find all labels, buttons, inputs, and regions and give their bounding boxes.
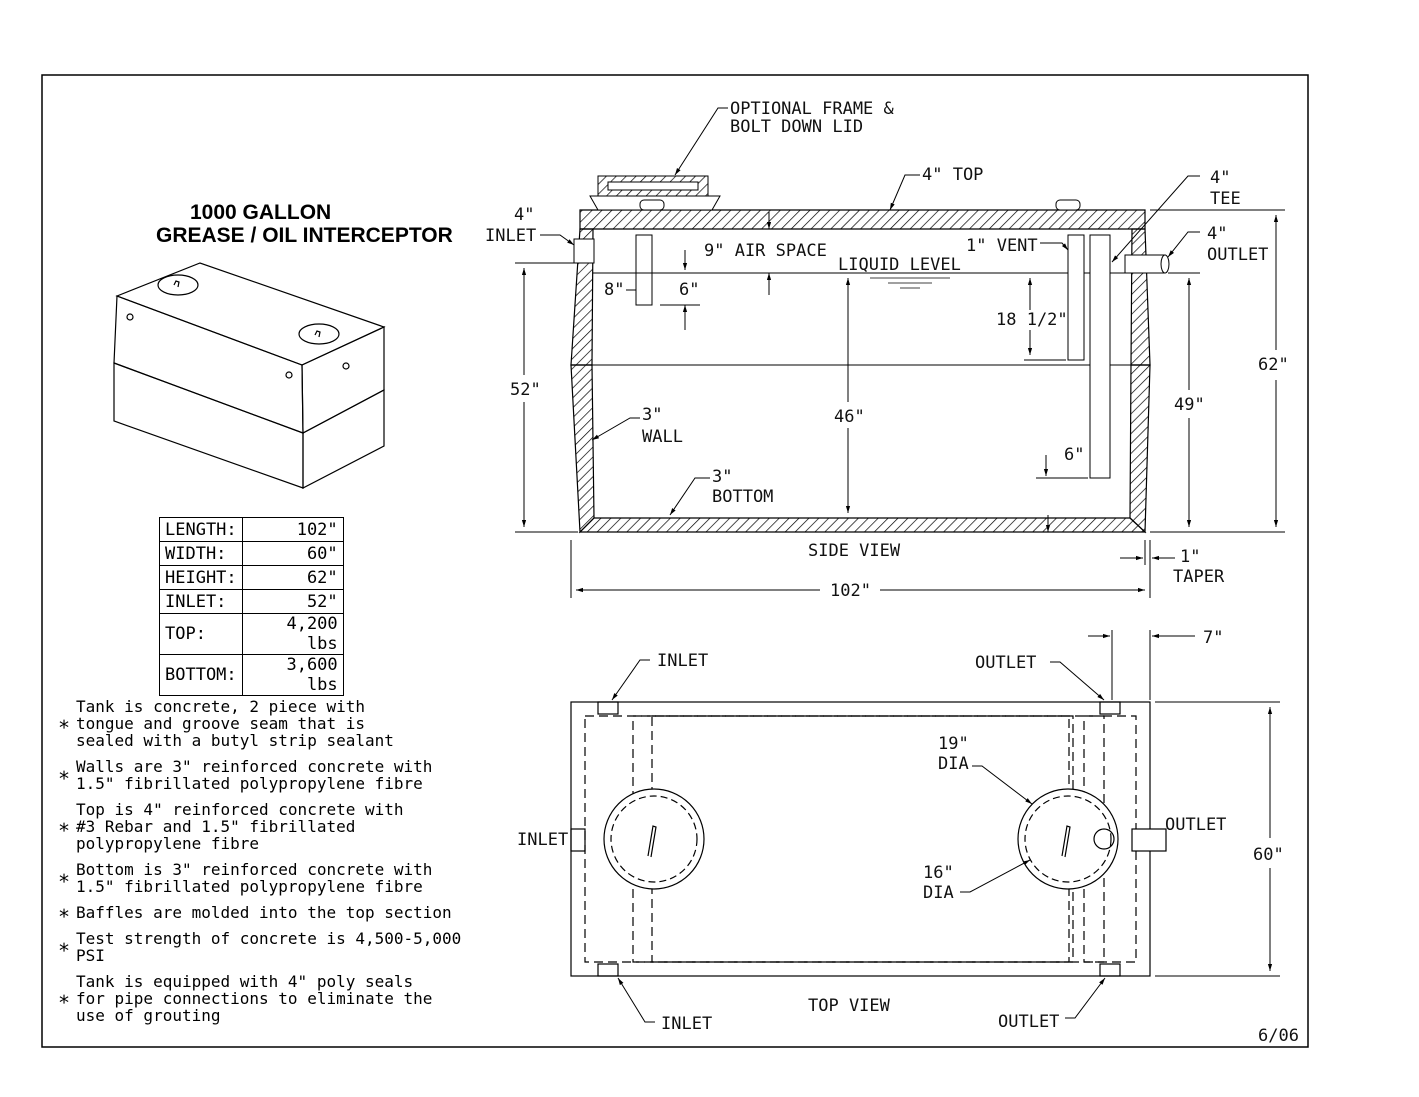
spec-row: HEIGHT:62" [159, 565, 344, 590]
note-item: ∗Walls are 3" reinforced concrete with 1… [58, 758, 478, 792]
outlet-side-label: OUTLET [1165, 815, 1226, 835]
dia16-label-2: DIA [923, 883, 954, 903]
asterisk-icon: ∗ [58, 814, 71, 838]
spec-label: HEIGHT: [159, 565, 243, 590]
spec-label: BOTTOM: [159, 654, 243, 696]
spec-label: WIDTH: [159, 541, 243, 566]
spec-label: LENGTH: [159, 517, 243, 542]
taper-label-1: 1" [1180, 547, 1200, 567]
asterisk-icon: ∗ [58, 762, 71, 787]
spec-value: 62" [241, 565, 344, 590]
spec-row: LENGTH:102" [159, 517, 344, 542]
dim-18-5: 18 1/2" [996, 310, 1068, 330]
revision-date: 6/06 [1258, 1026, 1299, 1046]
inlet-top-label: INLET [657, 651, 708, 671]
lid-label-2: BOLT DOWN LID [730, 117, 863, 137]
dim-102: 102" [830, 581, 871, 601]
note-item: ∗Tank is concrete, 2 piece with tongue a… [58, 698, 478, 749]
asterisk-icon: ∗ [58, 865, 71, 890]
vent-label: 1" VENT [966, 236, 1038, 256]
top-view-tank [570, 701, 1167, 977]
spec-row: BOTTOM:3,600 lbs [159, 654, 344, 696]
liquid-level-label: LIQUID LEVEL [838, 255, 961, 275]
top-label: 4" TOP [922, 165, 983, 185]
spec-value: 60" [241, 541, 344, 566]
note-item: ∗Tank is equipped with 4" poly seals for… [58, 973, 478, 1024]
top-view-dimensions [611, 630, 1280, 1023]
spec-value: 3,600 lbs [241, 654, 344, 696]
title-line-1: 1000 GALLON [190, 201, 331, 224]
side-view-tank [570, 175, 1170, 534]
spec-row: TOP:4,200 lbs [159, 613, 344, 655]
dim-46: 46" [834, 407, 865, 427]
dia19-label-1: 19" [938, 734, 969, 754]
spec-label: TOP: [159, 613, 243, 655]
taper-label-2: TAPER [1173, 567, 1225, 587]
air-space-label: 9" AIR SPACE [704, 241, 827, 261]
dim-49: 49" [1174, 395, 1205, 415]
dim-60: 60" [1253, 845, 1284, 865]
notes-list: ∗Tank is concrete, 2 piece with tongue a… [58, 698, 478, 1033]
note-item: ∗Test strength of concrete is 4,500-5,00… [58, 930, 478, 964]
side-view-labels: OPTIONAL FRAME & BOLT DOWN LID 4" TOP 4"… [485, 99, 1289, 601]
note-text: Bottom is 3" reinforced concrete with 1.… [76, 860, 433, 896]
side-view-dimensions [515, 107, 1285, 598]
outlet-label-1: 4" [1207, 224, 1227, 244]
top-view-labels: INLET OUTLET 7" INLET OUTLET 19" DIA 16"… [517, 628, 1284, 1034]
bottom-label-2: BOTTOM [712, 487, 773, 507]
wall-label-2: WALL [642, 427, 683, 447]
asterisk-icon: ∗ [58, 900, 71, 924]
note-text: Tank is concrete, 2 piece with tongue an… [76, 697, 394, 750]
dim-52: 52" [510, 380, 541, 400]
outlet-label-2: OUTLET [1207, 245, 1268, 265]
note-text: Baffles are molded into the top section [76, 903, 452, 922]
dim-62: 62" [1258, 355, 1289, 375]
outlet-top-label: OUTLET [975, 653, 1036, 673]
note-item: ∗Top is 4" reinforced concrete with #3 R… [58, 801, 478, 852]
dia19-label-2: DIA [938, 754, 969, 774]
note-text: Walls are 3" reinforced concrete with 1.… [76, 757, 433, 793]
sheet-border [41, 74, 1309, 1048]
inlet-side-label: INLET [517, 830, 568, 850]
inlet-bottom-label: INLET [661, 1014, 712, 1034]
outlet-bottom-label: OUTLET [998, 1012, 1059, 1032]
asterisk-icon: ∗ [58, 711, 71, 735]
dim-6-bottom: 6" [1064, 445, 1084, 465]
inlet-label-1: 4" [514, 205, 534, 225]
dia16-label-1: 16" [923, 863, 954, 883]
bottom-label-1: 3" [712, 467, 732, 487]
spec-row: INLET:52" [159, 589, 344, 614]
top-view-title: TOP VIEW [808, 996, 891, 1016]
spec-value: 102" [241, 517, 344, 542]
title-line-2: GREASE / OIL INTERCEPTOR [156, 224, 453, 247]
lid-label-1: OPTIONAL FRAME & [730, 99, 895, 119]
tee-label-1: 4" [1210, 168, 1230, 188]
note-item: ∗ Baffles are molded into the top section [58, 900, 478, 924]
spec-table: LENGTH:102" WIDTH:60" HEIGHT:62" INLET:5… [159, 517, 344, 696]
note-text: Top is 4" reinforced concrete with #3 Re… [76, 800, 404, 853]
isometric-tank [113, 262, 386, 489]
side-view-title: SIDE VIEW [808, 541, 901, 561]
asterisk-icon: ∗ [58, 986, 71, 1010]
dim-8: 8" [604, 280, 624, 300]
wall-label-1: 3" [642, 405, 662, 425]
spec-value: 52" [241, 589, 344, 614]
note-text: Test strength of concrete is 4,500-5,000… [76, 929, 462, 965]
note-text: Tank is equipped with 4" poly seals for … [76, 972, 433, 1025]
inlet-label-2: INLET [485, 226, 536, 246]
spec-label: INLET: [159, 589, 243, 614]
tee-label-2: TEE [1210, 189, 1241, 209]
spec-row: WIDTH:60" [159, 541, 344, 566]
spec-value: 4,200 lbs [241, 613, 344, 655]
dim-6-top: 6" [679, 280, 699, 300]
asterisk-icon: ∗ [58, 934, 71, 959]
dim-7: 7" [1203, 628, 1223, 648]
note-item: ∗Bottom is 3" reinforced concrete with 1… [58, 861, 478, 895]
